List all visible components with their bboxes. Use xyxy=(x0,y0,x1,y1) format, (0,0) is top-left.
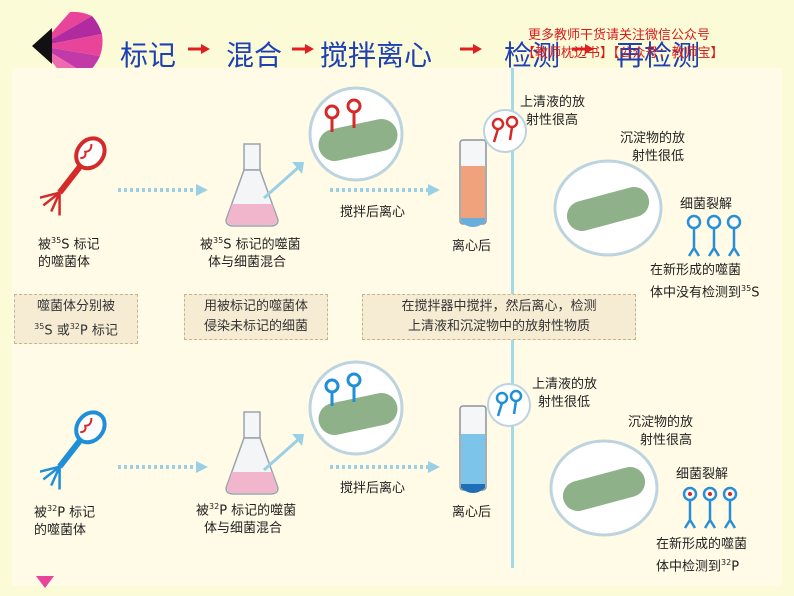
label-part: P xyxy=(731,559,740,575)
box-text: 侵染未标记的细菌 xyxy=(203,319,308,334)
lysis-label: 细菌裂解 xyxy=(680,197,733,212)
title-step-label: 标记 xyxy=(120,39,177,72)
superscript: 32 xyxy=(209,502,220,511)
step-description-box: 在搅拌器中搅拌，然后离心，检测 上清液和沉淀物中的放射性物质 xyxy=(362,294,636,340)
title-step-label: 检测 xyxy=(504,39,561,72)
watermark-line: 更多教师干货请关注微信公众号 xyxy=(528,28,711,43)
title-step-label: 混合 xyxy=(226,39,283,72)
tube-label: 离心后 xyxy=(452,505,492,520)
label-part: 的噬菌体 xyxy=(34,523,87,539)
bacterium-zoom-icon xyxy=(308,360,404,456)
right-arrow-icon xyxy=(292,44,314,54)
label-part: 在新形成的噬菌 xyxy=(650,263,742,278)
lysis-label: 细菌裂解 xyxy=(676,467,729,482)
label-part: 射性很高 xyxy=(526,113,579,128)
supernatant-label: 上清液的放 射性很高 xyxy=(520,94,585,130)
box-text: 在搅拌器中搅拌，然后离心，检测 xyxy=(401,299,597,314)
superscript: 35 xyxy=(213,236,224,245)
arrow-up-icon xyxy=(263,162,304,200)
step-description-box: 用被标记的噬菌体 侵染未标记的细菌 xyxy=(184,294,328,340)
flask-p32-label: 被32P 标记的噬菌 体与细菌混合 xyxy=(196,498,296,538)
label-part: S 标记 xyxy=(61,237,100,253)
label-part: P 标记 xyxy=(57,505,96,521)
dotted-arrow-icon xyxy=(330,461,440,473)
label-part: 上清液的放 xyxy=(520,95,586,110)
sediment-label: 沉淀物的放 射性很低 xyxy=(620,130,685,166)
flask-icon xyxy=(225,143,279,227)
superscript: 35 xyxy=(51,236,62,245)
label-part: 沉淀物的放 xyxy=(620,131,686,146)
box-text: 上清液和沉淀物中的放射性物质 xyxy=(407,319,590,334)
progeny-phages-icon xyxy=(682,486,738,529)
flask-icon xyxy=(225,411,279,495)
bacterium-zoom-icon xyxy=(308,86,404,182)
label-part: 被 xyxy=(34,505,48,521)
centrifuge-tube-icon xyxy=(459,139,487,227)
label-part: 体与细菌混合 xyxy=(208,255,287,271)
box-text: 用被标记的噬菌体 xyxy=(203,299,308,314)
sediment-zoom-icon xyxy=(549,439,659,537)
superscript: 35 xyxy=(34,322,45,331)
centrifuge-tube-icon xyxy=(459,405,487,493)
progeny-phages-icon xyxy=(686,214,742,257)
right-arrow-icon xyxy=(572,44,594,54)
dotted-arrow-icon xyxy=(118,184,208,196)
label-part: 体中没有检测到 xyxy=(650,285,742,301)
result-label: 在新形成的噬菌 体中没有检测到35S xyxy=(650,262,759,302)
supernatant-phage-icon xyxy=(487,383,531,427)
sediment-label: 沉淀物的放 射性很高 xyxy=(628,414,693,450)
label-part: S 标记的噬菌 xyxy=(223,237,301,253)
title-step-label: 再检测 xyxy=(616,39,701,72)
label-part: 上清液的放 xyxy=(532,377,598,392)
label-part: 射性很低 xyxy=(632,149,685,164)
right-arrow-icon xyxy=(460,44,482,54)
supernatant-phage-icon xyxy=(483,109,527,153)
label-part: 射性很高 xyxy=(640,433,693,448)
box-text: 噬菌体分别被 xyxy=(36,299,115,314)
centrifuge-label: 搅拌后离心 xyxy=(340,481,406,496)
s35-phage-icon xyxy=(40,136,107,216)
step-description-box: 噬菌体分别被 35S 或32P 标记 xyxy=(14,294,138,345)
arrow-up-icon xyxy=(263,434,304,472)
supernatant-label: 上清液的放 射性很低 xyxy=(532,376,597,412)
label-part: 被 xyxy=(196,503,210,519)
sediment-zoom-icon xyxy=(553,159,663,257)
fan-decoration-icon xyxy=(32,11,103,80)
dotted-arrow-icon xyxy=(330,184,440,196)
right-arrow-icon xyxy=(188,44,210,54)
p32-phage-icon xyxy=(40,410,107,490)
label-part: 体中检测到 xyxy=(656,559,722,575)
superscript: 32 xyxy=(47,504,58,513)
label-part: S xyxy=(751,285,760,301)
centrifuge-label: 搅拌后离心 xyxy=(340,205,406,220)
dotted-arrow-icon xyxy=(118,461,208,473)
label-part: 在新形成的噬菌 xyxy=(656,537,748,552)
label-part: 被 xyxy=(200,237,214,253)
label-part: 射性很低 xyxy=(538,395,591,410)
box-text: S 或 xyxy=(44,323,70,339)
label-part: 体与细菌混合 xyxy=(204,521,283,537)
flask-s35-label: 被35S 标记的噬菌 体与细菌混合 xyxy=(200,232,301,272)
watermark-line: 【教师枕边书】【公众号：教师宝】 xyxy=(522,46,724,61)
superscript: 35 xyxy=(741,284,752,293)
result-label: 在新形成的噬菌 体中检测到32P xyxy=(656,536,747,576)
phage-s35-label: 被35S 标记 的噬菌体 xyxy=(38,232,100,272)
box-text: P 标记 xyxy=(79,323,118,339)
triangle-marker-icon xyxy=(36,576,54,588)
superscript: 32 xyxy=(69,322,80,331)
title-step-label: 搅拌离心 xyxy=(320,39,433,72)
label-part: P 标记的噬菌 xyxy=(219,503,297,519)
tube-label: 离心后 xyxy=(452,239,492,254)
label-part: 沉淀物的放 xyxy=(628,415,694,430)
label-part: 被 xyxy=(38,237,52,253)
label-part: 的噬菌体 xyxy=(38,255,91,271)
phage-p32-label: 被32P 标记 的噬菌体 xyxy=(34,500,95,540)
superscript: 32 xyxy=(721,558,732,567)
